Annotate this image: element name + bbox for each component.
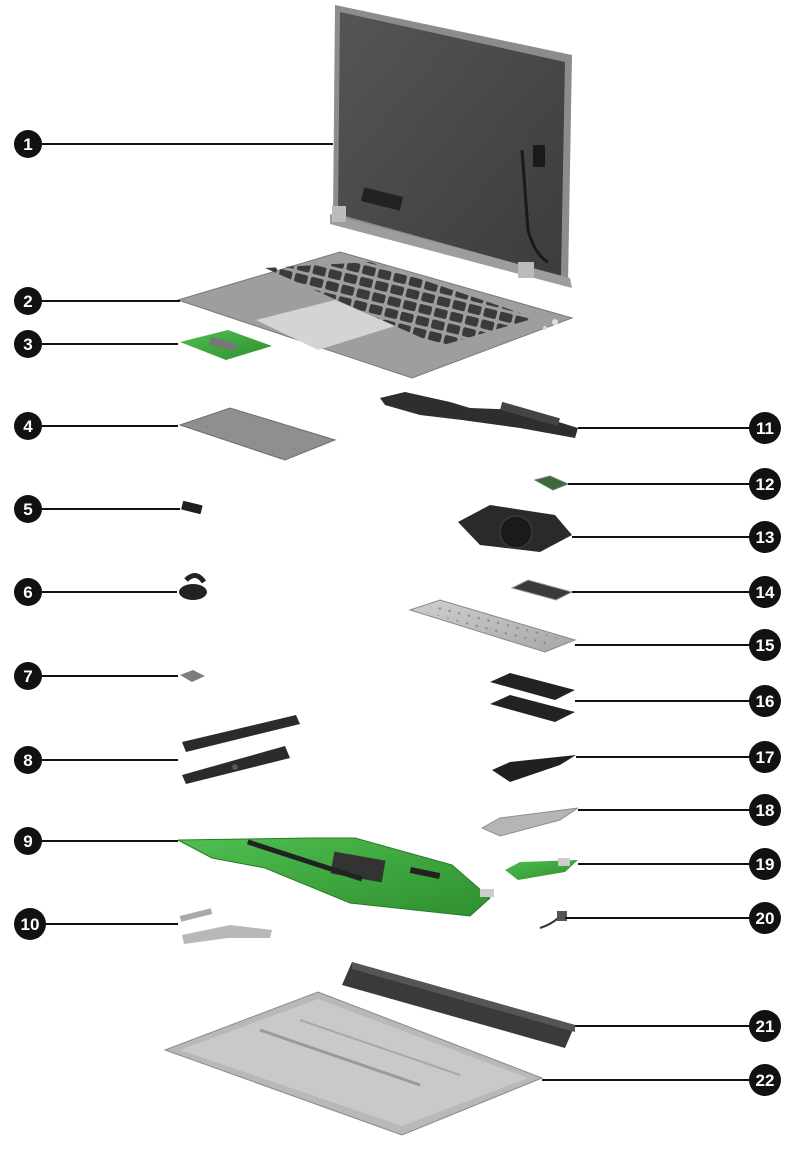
wlan-module	[533, 475, 570, 491]
shield-plate	[408, 599, 577, 653]
callout-15: 15	[749, 629, 781, 661]
callout-20-label: 20	[756, 909, 775, 928]
leader-lines	[42, 143, 752, 1081]
callout-5: 5	[14, 495, 42, 523]
callout-10: 10	[14, 908, 46, 940]
callout-20: 20	[749, 902, 781, 934]
callout-6-label: 6	[23, 583, 32, 602]
callout-13-label: 13	[756, 528, 775, 547]
callout-16: 16	[749, 685, 781, 717]
small-board	[181, 500, 203, 515]
touchpad	[178, 407, 337, 461]
board-small	[180, 330, 272, 360]
battery	[342, 962, 575, 1048]
bottom-cover	[163, 991, 544, 1136]
ssd	[492, 755, 576, 782]
brackets	[179, 908, 272, 944]
system-board	[177, 837, 494, 917]
speakers	[182, 715, 300, 784]
callout-8-label: 8	[23, 751, 32, 770]
callout-22-label: 22	[756, 1071, 775, 1090]
callout-16-label: 16	[756, 692, 775, 711]
heat-sink	[380, 392, 578, 438]
callout-19: 19	[749, 848, 781, 880]
callout-1-label: 1	[23, 135, 32, 154]
callout-21-label: 21	[756, 1017, 775, 1036]
callout-6: 6	[14, 578, 42, 606]
callout-5-label: 5	[23, 500, 32, 519]
callout-12: 12	[749, 468, 781, 500]
top-cover-keyboard	[176, 251, 574, 379]
wwan-module	[510, 579, 574, 601]
memory-modules	[490, 673, 575, 722]
callout-8: 8	[14, 746, 42, 774]
callout-4-label: 4	[23, 417, 33, 436]
callout-14: 14	[749, 576, 781, 608]
callout-17: 17	[749, 741, 781, 773]
display-assembly	[330, 5, 572, 288]
chip	[180, 670, 205, 682]
callout-3: 3	[14, 330, 42, 358]
callout-3-label: 3	[23, 335, 32, 354]
callout-1: 1	[14, 130, 42, 158]
ssd-bracket	[480, 807, 579, 837]
callout-19-label: 19	[756, 855, 775, 874]
callout-12-label: 12	[756, 475, 775, 494]
callout-11: 11	[749, 412, 781, 444]
callout-18-label: 18	[756, 801, 775, 820]
callout-17-label: 17	[756, 748, 775, 767]
callout-10-label: 10	[21, 915, 40, 934]
callout-14-label: 14	[756, 583, 775, 602]
callout-9: 9	[14, 827, 42, 855]
callout-9-label: 9	[23, 832, 32, 851]
callout-2: 2	[14, 287, 42, 315]
fan	[458, 505, 572, 552]
callout-22: 22	[749, 1064, 781, 1096]
callout-7: 7	[14, 662, 42, 690]
rtc-battery	[179, 573, 207, 600]
callout-11-label: 11	[756, 419, 774, 438]
callout-2-label: 2	[23, 292, 32, 311]
callout-4: 4	[14, 412, 42, 440]
callout-7-label: 7	[23, 667, 32, 686]
power-connector	[539, 911, 567, 929]
callout-18: 18	[749, 794, 781, 826]
callout-13: 13	[749, 521, 781, 553]
callout-15-label: 15	[756, 636, 775, 655]
usb-board	[505, 858, 578, 880]
callout-21: 21	[749, 1010, 781, 1042]
